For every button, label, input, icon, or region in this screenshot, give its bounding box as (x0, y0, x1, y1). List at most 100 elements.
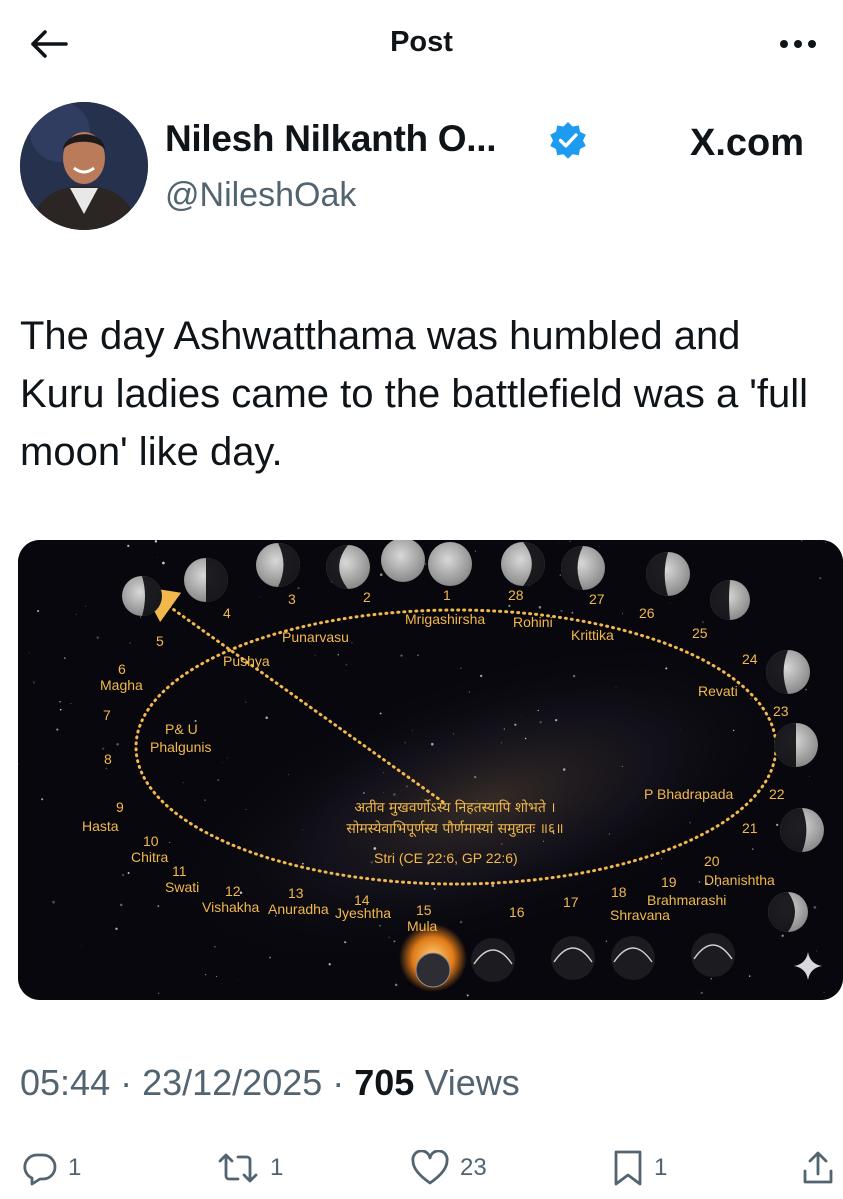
star (781, 934, 784, 937)
like-icon (411, 1150, 449, 1185)
nakshatra-number: 22 (769, 786, 785, 802)
nakshatra-number: 14 (354, 892, 370, 908)
star (379, 712, 382, 715)
nakshatra-number: 26 (639, 605, 655, 621)
share-button[interactable] (800, 1148, 836, 1188)
nakshatra-number: 19 (661, 874, 677, 890)
star (716, 884, 719, 887)
star (474, 775, 477, 779)
nakshatra-number: 8 (104, 751, 112, 767)
back-arrow-icon[interactable] (28, 28, 68, 60)
star (59, 701, 61, 703)
nakshatra-number: 18 (611, 884, 627, 900)
star (383, 772, 384, 774)
star (394, 983, 398, 987)
star (28, 652, 30, 654)
moon-shadow (523, 542, 545, 586)
verse-line-1: अतीव मुखवर्णोऽस्य निहतस्यापि शोभते । (354, 799, 555, 816)
star (110, 690, 112, 692)
label-vishakha: Vishakha (202, 899, 260, 915)
star (37, 609, 40, 613)
star (194, 719, 197, 723)
star (121, 873, 125, 877)
star (75, 613, 77, 615)
star (56, 728, 59, 731)
verse-line-2: सोमस्येवाभिपूर्णस्य पौर्णमास्यां समुद्यत… (346, 820, 563, 837)
nakshatra-number: 10 (143, 833, 159, 849)
star (459, 920, 463, 924)
star (622, 613, 624, 615)
star (689, 821, 691, 824)
star (96, 636, 99, 639)
star (539, 721, 542, 724)
star (115, 927, 118, 930)
like-button[interactable]: 23 (410, 1148, 487, 1188)
label-hasta: Hasta (82, 818, 119, 834)
star (433, 887, 436, 890)
nakshatra-number: 16 (509, 904, 525, 920)
star (524, 737, 527, 740)
star (297, 587, 300, 590)
star (572, 674, 576, 678)
star (661, 858, 663, 860)
star (823, 991, 825, 994)
like-count: 23 (460, 1154, 487, 1181)
star (119, 903, 123, 907)
starfield (18, 540, 827, 1000)
moon-shadow (278, 543, 300, 587)
nakshatra-number: 27 (589, 591, 605, 607)
star (105, 767, 108, 770)
label-swati: Swati (165, 879, 199, 895)
nakshatra-number: 17 (563, 894, 579, 910)
star (370, 861, 373, 864)
moon-shadow (561, 546, 583, 590)
post-time: 05:44 · 23/12/2025 · (20, 1062, 355, 1103)
star (598, 546, 600, 548)
star (388, 936, 390, 939)
views-count: 705 (354, 1062, 415, 1103)
star (214, 945, 216, 948)
reply-button[interactable]: 1 (22, 1148, 81, 1188)
star (383, 792, 384, 794)
more-icon[interactable] (776, 30, 820, 58)
star (621, 765, 623, 767)
label-shravana: Shravana (610, 907, 670, 923)
repost-button[interactable]: 1 (216, 1148, 283, 1188)
star (81, 944, 83, 946)
label-revati: Revati (698, 683, 738, 699)
star (169, 841, 171, 844)
avatar[interactable] (20, 102, 148, 230)
star (816, 950, 818, 952)
verse-caption: Stri (CE 22:6, GP 22:6) (374, 850, 518, 866)
star (274, 914, 277, 917)
author-name[interactable]: Nilesh Nilkanth O... (165, 118, 497, 159)
moon-phase (428, 542, 472, 586)
star (288, 774, 289, 776)
star (562, 768, 566, 771)
star (605, 940, 608, 942)
star (819, 576, 822, 580)
star (162, 561, 165, 565)
label-punarvasu: Punarvasu (282, 629, 349, 645)
moon-crescent (473, 949, 513, 965)
tweet-image[interactable]: Mrigashirsha Rohini Krittika Punarvasu P… (18, 540, 843, 1000)
star (127, 544, 130, 548)
label-dhanishtha: Dhanishtha (704, 872, 775, 888)
nakshatra-number: 23 (773, 703, 789, 719)
label-anuradha: Anuradha (268, 901, 329, 917)
star (474, 550, 477, 552)
star (801, 540, 803, 542)
tweet-text: The day Ashwatthama was humbled and Kuru… (20, 314, 809, 474)
star (431, 742, 434, 746)
nakshatra-number: 12 (225, 883, 241, 899)
moon-shadow (142, 576, 162, 616)
star (559, 574, 562, 577)
star (555, 718, 558, 722)
label-magha: Magha (100, 677, 143, 693)
author-handle[interactable]: @NileshOak (165, 176, 357, 214)
star (393, 940, 396, 943)
star (154, 540, 158, 543)
dotted-arrow (141, 586, 445, 804)
bookmark-button[interactable]: 1 (612, 1148, 667, 1188)
star (750, 697, 752, 700)
